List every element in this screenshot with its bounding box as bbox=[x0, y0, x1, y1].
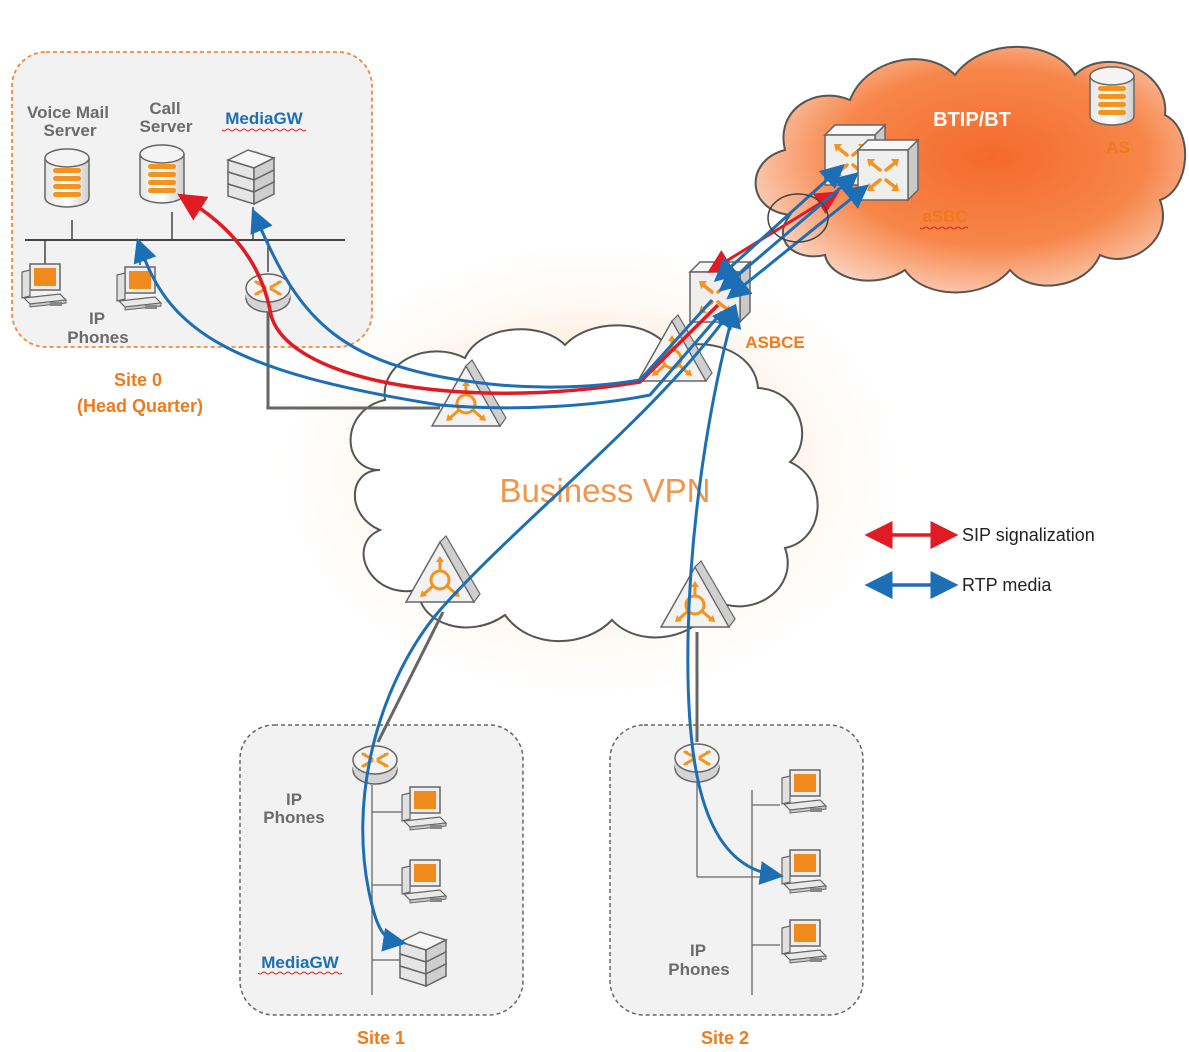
legend-sip-label: SIP signalization bbox=[962, 525, 1095, 545]
ip-phones-label-2: Phones bbox=[668, 960, 729, 979]
ip-phones-label-1: IP bbox=[286, 790, 302, 809]
legend-rtp-label: RTP media bbox=[962, 575, 1052, 595]
media-gw-label: MediaGW bbox=[261, 953, 339, 972]
as-server-icon bbox=[1089, 66, 1135, 126]
ip-phone-icon bbox=[21, 263, 67, 308]
call-server-label-1: Call bbox=[149, 99, 180, 118]
site1-title: Site 1 bbox=[357, 1028, 405, 1048]
asbce-label: ASBCE bbox=[745, 333, 805, 352]
voice-mail-label-1: Voice Mail bbox=[27, 103, 109, 122]
voice-mail-label-2: Server bbox=[44, 121, 97, 140]
media-gw-icon bbox=[227, 149, 275, 205]
ip-phones-label-1: IP bbox=[690, 941, 706, 960]
site2-title: Site 2 bbox=[701, 1028, 749, 1048]
rtp-flow-site2 bbox=[686, 303, 784, 885]
ip-phone-icon bbox=[781, 769, 827, 814]
btip-label: BTIP/BT bbox=[933, 109, 1011, 131]
as-label: AS bbox=[1106, 138, 1130, 157]
media-gw-icon bbox=[399, 931, 447, 987]
spell-underline bbox=[919, 226, 969, 230]
spell-underline bbox=[257, 971, 343, 975]
router-icon bbox=[351, 744, 399, 786]
ip-phone-icon bbox=[401, 786, 447, 831]
ip-phone-icon bbox=[116, 266, 162, 311]
ip-phone-icon bbox=[401, 859, 447, 904]
ip-phone-icon bbox=[781, 849, 827, 894]
site0-subtitle: (Head Quarter) bbox=[77, 396, 203, 416]
link-bundle-ring bbox=[767, 193, 829, 243]
legend: SIP signalization RTP media bbox=[864, 521, 1095, 599]
voice-mail-server-icon bbox=[44, 148, 90, 208]
rtp-flow-cloud-3 bbox=[726, 184, 870, 300]
ip-phone-icon bbox=[781, 919, 827, 964]
site0-title: Site 0 bbox=[114, 370, 162, 390]
site2-box bbox=[609, 724, 864, 1016]
ip-phones-label-2: Phones bbox=[67, 328, 128, 347]
ip-phones-label-1: IP bbox=[89, 309, 105, 328]
spell-underline bbox=[221, 128, 307, 132]
call-server-icon bbox=[139, 144, 185, 204]
media-gw-label: MediaGW bbox=[225, 109, 303, 128]
rtp-flow-site1 bbox=[361, 303, 736, 952]
asbc-icon bbox=[856, 138, 920, 202]
vpn-label: Business VPN bbox=[500, 472, 711, 509]
ip-phones-label-2: Phones bbox=[263, 808, 324, 827]
asbc-label: aSBC bbox=[922, 207, 967, 226]
call-server-label-2: Server bbox=[140, 117, 193, 136]
